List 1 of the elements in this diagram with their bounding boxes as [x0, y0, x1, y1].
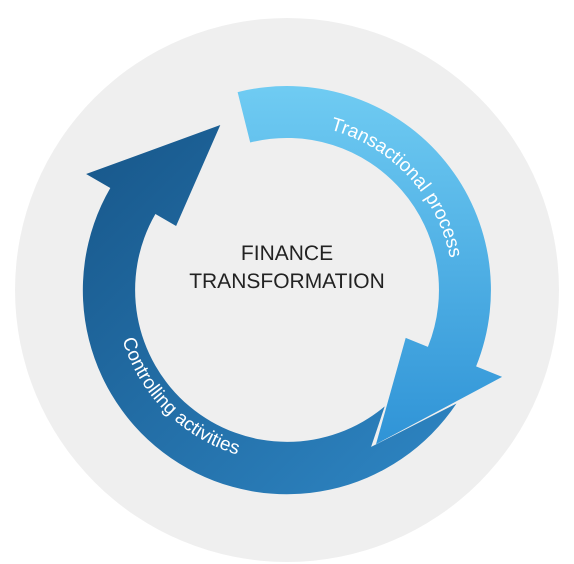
center-title: FINANCE TRANSFORMATION — [188, 241, 386, 295]
